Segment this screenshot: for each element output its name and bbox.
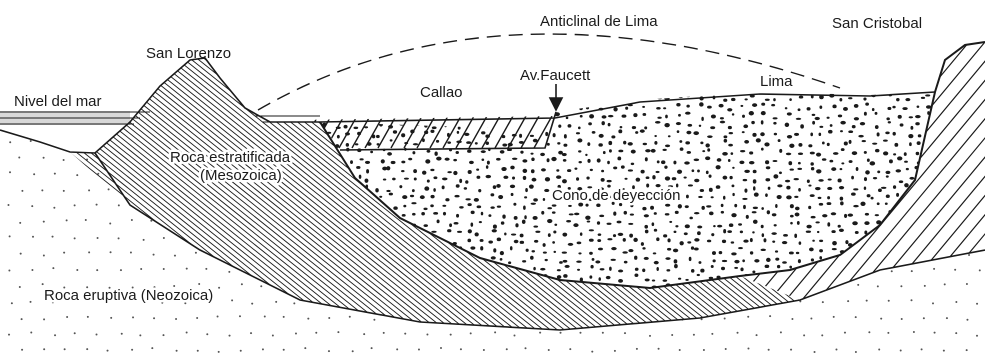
- label-stratified-rock-age: (Mesozoica): [200, 167, 282, 184]
- label-san-cristobal: San Cristobal: [832, 15, 922, 32]
- label-sea-level: Nivel del mar: [14, 93, 102, 110]
- label-av-faucett: Av.Faucett: [520, 67, 591, 84]
- label-eruptive-rock: Roca eruptiva (Neozoica): [44, 287, 213, 304]
- stratified-rock-region: [0, 40, 985, 360]
- eruptive-rock-region: [7, 139, 985, 353]
- label-alluvial-cone: Cono de deyección: [552, 187, 680, 204]
- label-callao: Callao: [420, 84, 463, 101]
- san-cristobal-hatch: [560, 0, 985, 360]
- label-lima: Lima: [760, 73, 793, 90]
- label-san-lorenzo: San Lorenzo: [146, 45, 231, 62]
- label-anticline: Anticlinal de Lima: [540, 13, 658, 30]
- label-stratified-rock: Roca estratificada: [170, 149, 291, 166]
- av-faucett-arrow: [550, 84, 562, 110]
